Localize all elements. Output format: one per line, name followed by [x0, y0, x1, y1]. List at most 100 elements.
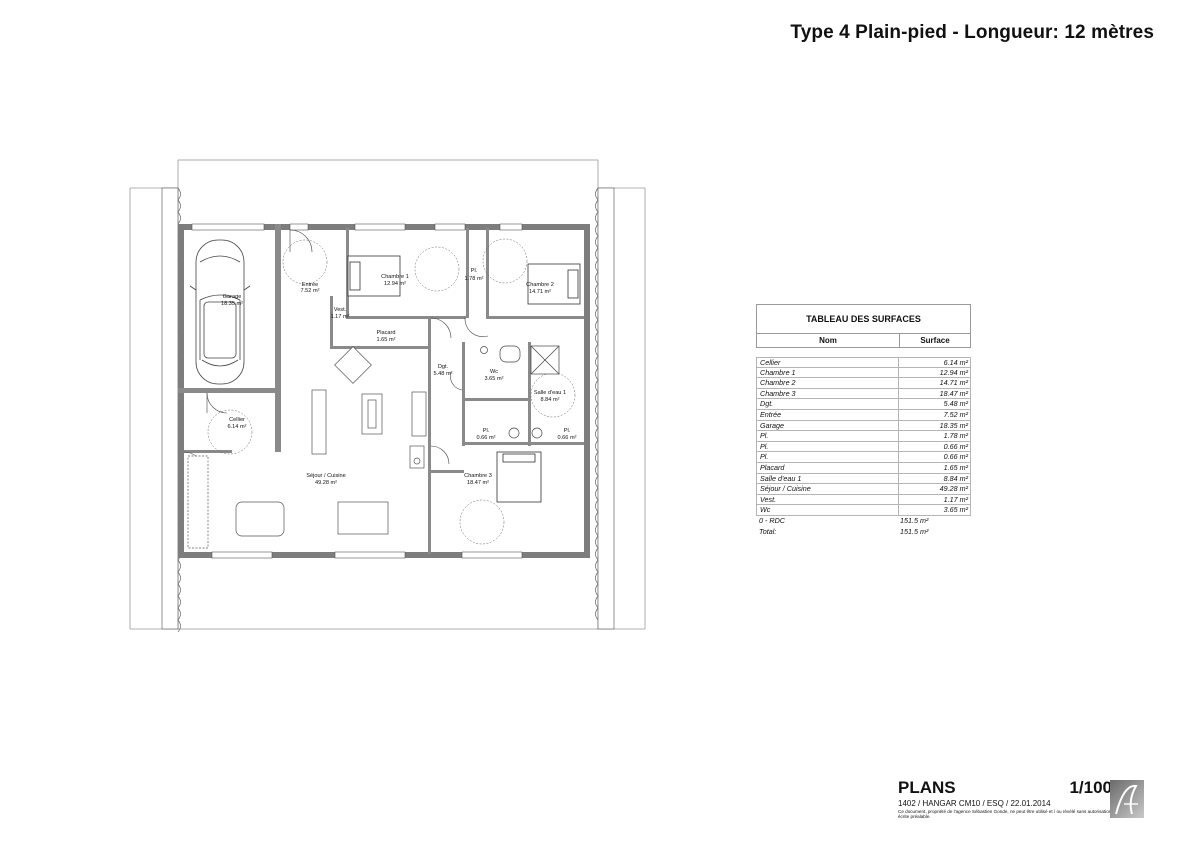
bathroom-fixtures	[480, 345, 560, 439]
level-total-row: 0 - RDC 151.5 m²	[756, 516, 971, 527]
room-area-pl2: 0.66 m²	[477, 435, 496, 441]
room-name-vest: Vest.	[334, 307, 347, 313]
room-area-chambre2: 14.71 m²	[529, 289, 551, 295]
row-name: Cellier	[757, 358, 899, 367]
row-name: Séjour / Cuisine	[757, 484, 899, 494]
row-name: Chambre 1	[757, 367, 899, 378]
row-name: Pl.	[757, 431, 899, 441]
room-area-vest: 1.17 m²	[331, 314, 350, 320]
surface-table: TABLEAU DES SURFACES Nom Surface Cellier…	[756, 304, 971, 537]
title-block-top: PLANS 1/100	[898, 778, 1112, 798]
car-icon	[189, 239, 251, 385]
room-area-pl1: 1.78 m²	[465, 276, 484, 282]
drawing-title: Type 4 Plain-pied - Longueur: 12 mètres	[790, 22, 1154, 43]
table-row: Pl. 0.66 m²	[756, 441, 971, 453]
room-area-sdb: 8.84 m²	[541, 397, 560, 403]
room-name-chambre3: Chambre 3	[464, 473, 492, 479]
row-surface: 1.65 m²	[943, 462, 968, 472]
row-surface: 18.35 m²	[939, 420, 968, 430]
room-name-sejour: Séjour / Cuisine	[306, 473, 346, 479]
room-name-garage: Garage	[223, 294, 242, 300]
table-row: Vest. 1.17 m²	[756, 494, 971, 506]
sheet-label: PLANS	[898, 778, 956, 797]
furniture-icons	[187, 346, 427, 549]
row-name: Vest.	[757, 494, 899, 505]
room-name-entree: Entrée	[302, 282, 318, 288]
row-surface: 6.14 m²	[943, 358, 968, 367]
table-row: Pl. 1.78 m²	[756, 431, 971, 442]
room-name-pl3: Pl.	[564, 428, 571, 434]
room-area-chambre3: 18.47 m²	[467, 480, 489, 486]
level-name: 0 - RDC	[759, 515, 785, 525]
party-wall-right	[595, 187, 615, 630]
room-area-chambre1: 12.94 m²	[384, 281, 406, 287]
table-row: Pl. 0.66 m²	[756, 452, 971, 463]
room-area-pl3: 0.66 m²	[558, 435, 577, 441]
table-row: Garage 18.35 m²	[756, 420, 971, 432]
room-area-placard: 1.65 m²	[377, 337, 396, 343]
row-name: Dgt.	[757, 399, 899, 409]
row-surface: 12.94 m²	[939, 367, 968, 377]
room-labels: Garage 18.35 m² Entrée 7.52 m² Chambre 1…	[221, 268, 577, 486]
total-name: Total:	[759, 526, 777, 536]
level-value: 151.5 m²	[900, 515, 929, 525]
row-surface: 7.52 m²	[943, 409, 968, 419]
sheet-scale: 1/100	[1069, 778, 1112, 797]
row-surface: 0.66 m²	[943, 441, 968, 451]
row-surface: 0.66 m²	[943, 452, 968, 462]
room-name-chambre1: Chambre 1	[381, 274, 409, 280]
room-name-wc: Wc	[490, 369, 498, 375]
table-row: Entrée 7.52 m²	[756, 409, 971, 421]
row-name: Salle d'eau 1	[757, 473, 899, 484]
interior-walls	[178, 224, 584, 554]
table-row: Salle d'eau 1 8.84 m²	[756, 473, 971, 485]
wall-openings	[191, 223, 523, 559]
row-surface: 1.17 m²	[943, 494, 968, 504]
row-name: Garage	[757, 420, 899, 431]
room-area-cellier: 6.14 m²	[228, 424, 247, 430]
table-row: Séjour / Cuisine 49.28 m²	[756, 484, 971, 495]
column-header-surface: Surface	[920, 336, 950, 345]
total-value: 151.5 m²	[900, 526, 929, 536]
room-area-wc: 3.65 m²	[485, 376, 504, 382]
room-name-dgt: Dgt.	[438, 364, 449, 370]
room-area-entree: 7.52 m²	[301, 288, 320, 294]
room-name-placard: Placard	[377, 330, 396, 336]
row-surface: 18.47 m²	[939, 388, 968, 398]
room-name-sdb: Salle d'eau 1	[534, 390, 566, 396]
table-row: Placard 1.65 m²	[756, 462, 971, 474]
row-name: Pl.	[757, 441, 899, 452]
room-area-sejour: 49.28 m²	[315, 480, 337, 486]
row-surface: 1.78 m²	[943, 431, 968, 441]
surface-table-title: TABLEAU DES SURFACES	[756, 304, 971, 334]
logo-mark	[1115, 784, 1138, 815]
grand-total-row: Total: 151.5 m²	[756, 527, 971, 538]
project-reference: 1402 / HANGAR CM10 / ESQ / 22.01.2014	[898, 799, 1051, 808]
column-header-name: Nom	[757, 334, 900, 347]
party-wall-left	[161, 187, 181, 633]
table-row: Dgt. 5.48 m²	[756, 399, 971, 410]
room-name-pl2: Pl.	[483, 428, 490, 434]
table-row: Cellier 6.14 m²	[756, 357, 971, 368]
surface-table-header: Nom Surface	[756, 334, 971, 348]
copyright-notice: Ce document, propriété de l'agence Sébas…	[898, 809, 1112, 819]
row-name: Chambre 3	[757, 388, 899, 399]
row-surface: 3.65 m²	[943, 505, 968, 515]
row-name: Placard	[757, 462, 899, 473]
table-row: Chambre 3 18.47 m²	[756, 388, 971, 400]
room-area-garage: 18.35 m²	[221, 301, 243, 307]
table-row: Chambre 1 12.94 m²	[756, 367, 971, 379]
surface-table-rows: Cellier 6.14 m² Chambre 1 12.94 m² Chambre…	[756, 357, 971, 516]
room-name-chambre2: Chambre 2	[526, 282, 554, 288]
row-name: Entrée	[757, 409, 899, 420]
row-name: Chambre 2	[757, 378, 899, 388]
title-block: PLANS 1/100 1402 / HANGAR CM10 / ESQ / 2…	[898, 778, 1112, 819]
row-name: Pl.	[757, 452, 899, 462]
row-surface: 49.28 m²	[939, 484, 968, 494]
row-surface: 8.84 m²	[943, 473, 968, 483]
row-surface: 5.48 m²	[943, 399, 968, 409]
agency-logo-icon	[1110, 780, 1144, 818]
